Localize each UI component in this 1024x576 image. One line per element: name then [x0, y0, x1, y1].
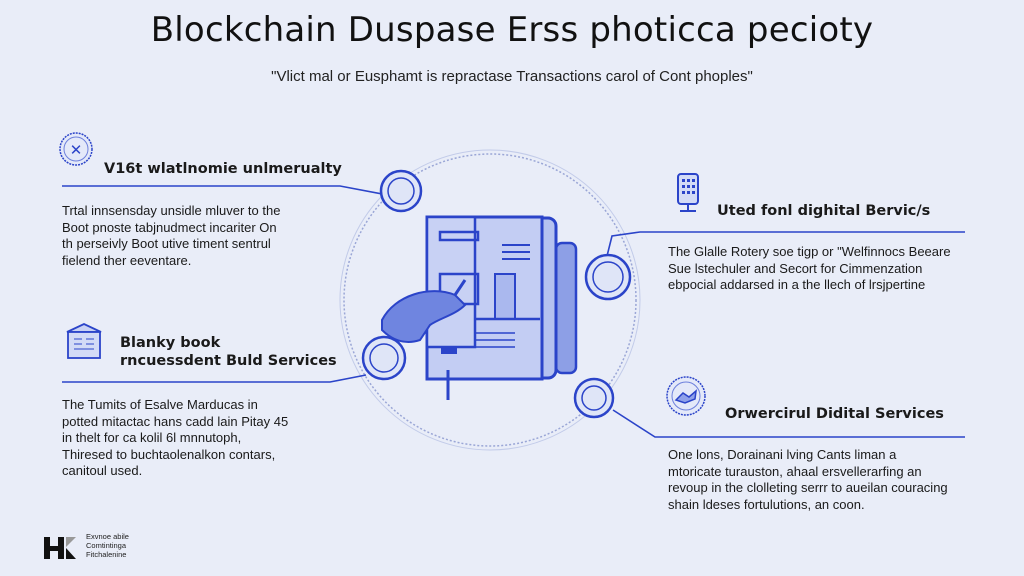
page-title: Blockchain Duspase Erss photicca pecioty: [150, 10, 874, 50]
logo: [44, 535, 82, 561]
section-heading: V16t wlatlnomie unlmerualty: [104, 161, 342, 177]
node-icon: [361, 169, 632, 419]
connector-line-1: [62, 185, 383, 195]
digital-kiosk-icon: [674, 171, 702, 215]
svg-text:✕: ✕: [70, 141, 83, 159]
orbit-circle: [343, 153, 637, 447]
connector-line-4: [612, 409, 965, 438]
page-subtitle: "Vlict mal or Eusphamt is repractase Tra…: [271, 68, 753, 85]
hand-icon: [381, 279, 467, 343]
bank-building-icon: [64, 322, 104, 360]
connector-line-2: [62, 374, 367, 383]
section-heading: Orwercirul Didital Services: [725, 406, 944, 422]
handshake-badge-icon: [665, 375, 707, 417]
section-body: The Glalle Rotery soe tigp or "Welfinnoc…: [668, 244, 951, 292]
section-heading: Uted fonl dighital Bervic/s: [717, 203, 931, 219]
connector-line-3: [605, 231, 965, 261]
gear-person-badge-icon: ✕: [58, 131, 94, 167]
orbit-circle-outer: [339, 149, 641, 451]
